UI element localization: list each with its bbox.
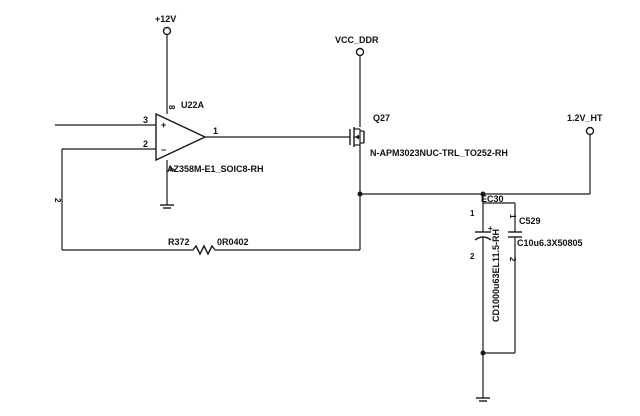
opamp-ref: U22A xyxy=(181,100,205,110)
ec30-pin-minus: 2 xyxy=(470,252,475,261)
output-terminal xyxy=(585,126,595,136)
resistor-ref: R372 xyxy=(168,237,190,247)
opamp-sign-plus: + xyxy=(161,120,166,130)
ec30-ref: EC30 xyxy=(481,194,504,204)
output-rail: 1.2V_HT xyxy=(357,113,603,197)
c529-pin-b: 2 xyxy=(508,257,517,262)
output-ground xyxy=(476,350,515,402)
ec30-polarity: + xyxy=(488,224,493,233)
opamp-output: 1 xyxy=(205,126,350,138)
opamp-pin-plus: 3 xyxy=(143,115,148,125)
source-junction-dot xyxy=(357,191,363,197)
mosfet-part: N-APM3023NUC-TRL_TO252-RH xyxy=(370,148,508,158)
plus12v-terminal xyxy=(162,26,172,36)
cap-ec30: EC30 + 1 2 CD1000u63EL11.5-RH xyxy=(470,194,504,353)
vcc-ddr-label: VCC_DDR xyxy=(335,35,379,45)
ec30-pin-plus: 1 xyxy=(470,209,475,218)
plus12v-supply: +12V xyxy=(155,14,176,114)
mosfet-q27: Q27 N-APM3023NUC-TRL_TO252-RH xyxy=(349,113,508,158)
opamp-pin-vplus: 8 xyxy=(167,105,176,110)
mosfet-arrow-icon xyxy=(355,134,359,140)
feedback-loop: 2 2 R372 0R0402 xyxy=(53,139,361,256)
c529-ref: C529 xyxy=(519,216,541,226)
vcc-ddr-supply: VCC_DDR xyxy=(335,35,379,127)
cap-c529: C529 C10u6.3X50805 1 2 xyxy=(483,202,583,353)
opamp-pin-gnd: 4 xyxy=(167,167,176,172)
mosfet-ref: Q27 xyxy=(373,113,390,123)
resistor-r372-icon xyxy=(192,244,216,256)
vcc-ddr-terminal xyxy=(355,47,365,57)
opamp-pin-out: 1 xyxy=(213,126,218,136)
opamp-pin-minus: 2 xyxy=(143,139,148,149)
net-label-2: 2 xyxy=(53,198,62,203)
c529-pin-a: 1 xyxy=(508,214,517,219)
resistor-value: 0R0402 xyxy=(217,237,249,247)
c529-part: C10u6.3X50805 xyxy=(517,238,583,248)
opamp-part: AZ358M-E1_SOIC8-RH xyxy=(167,164,264,174)
opamp-plus-input: 3 xyxy=(55,115,156,126)
opamp-sign-minus: − xyxy=(161,145,166,155)
ec30-part: CD1000u63EL11.5-RH xyxy=(491,229,501,322)
opamp-triangle xyxy=(155,112,207,162)
output-label: 1.2V_HT xyxy=(567,113,603,123)
plus12v-label: +12V xyxy=(155,14,176,24)
opamp-u22a: + − U22A 8 4 AZ358M-E1_SOIC8-RH xyxy=(155,100,264,209)
